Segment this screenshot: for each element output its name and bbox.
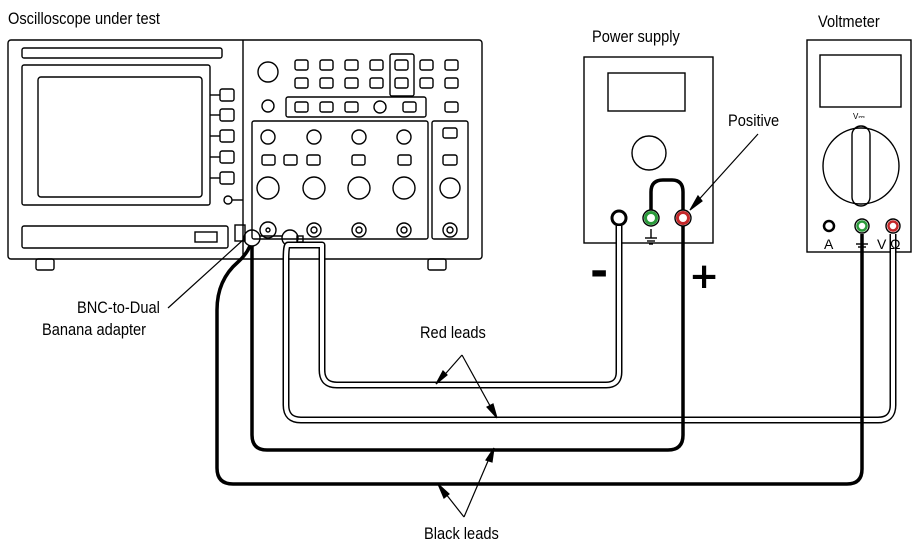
black-leads-label: Black leads: [424, 524, 499, 543]
adapter-label-line1: BNC-to-Dual: [77, 298, 160, 317]
voltmeter: [806, 39, 912, 253]
red-leads-label: Red leads: [420, 323, 486, 342]
black-leads: [215, 226, 864, 486]
adapter-label-line2: Banana adapter: [42, 320, 147, 339]
voltmeter-ohm-label: Ω: [890, 236, 901, 252]
plus-sign: +: [689, 256, 720, 297]
supply-jumper: [649, 178, 685, 210]
minus-sign: -: [590, 246, 609, 297]
oscilloscope-label: Oscilloscope under test: [8, 9, 160, 28]
voltmeter-label: Voltmeter: [818, 12, 880, 31]
annotation-arrows: [167, 133, 759, 518]
voltmeter-dial-label: V⎓: [853, 112, 865, 121]
positive-label: Positive: [728, 111, 780, 130]
power-supply-label: Power supply: [592, 27, 680, 46]
oscilloscope: [7, 39, 483, 271]
voltmeter-a-label: A: [824, 236, 834, 252]
power-supply: [583, 56, 714, 245]
voltmeter-v-label: V: [877, 236, 887, 252]
